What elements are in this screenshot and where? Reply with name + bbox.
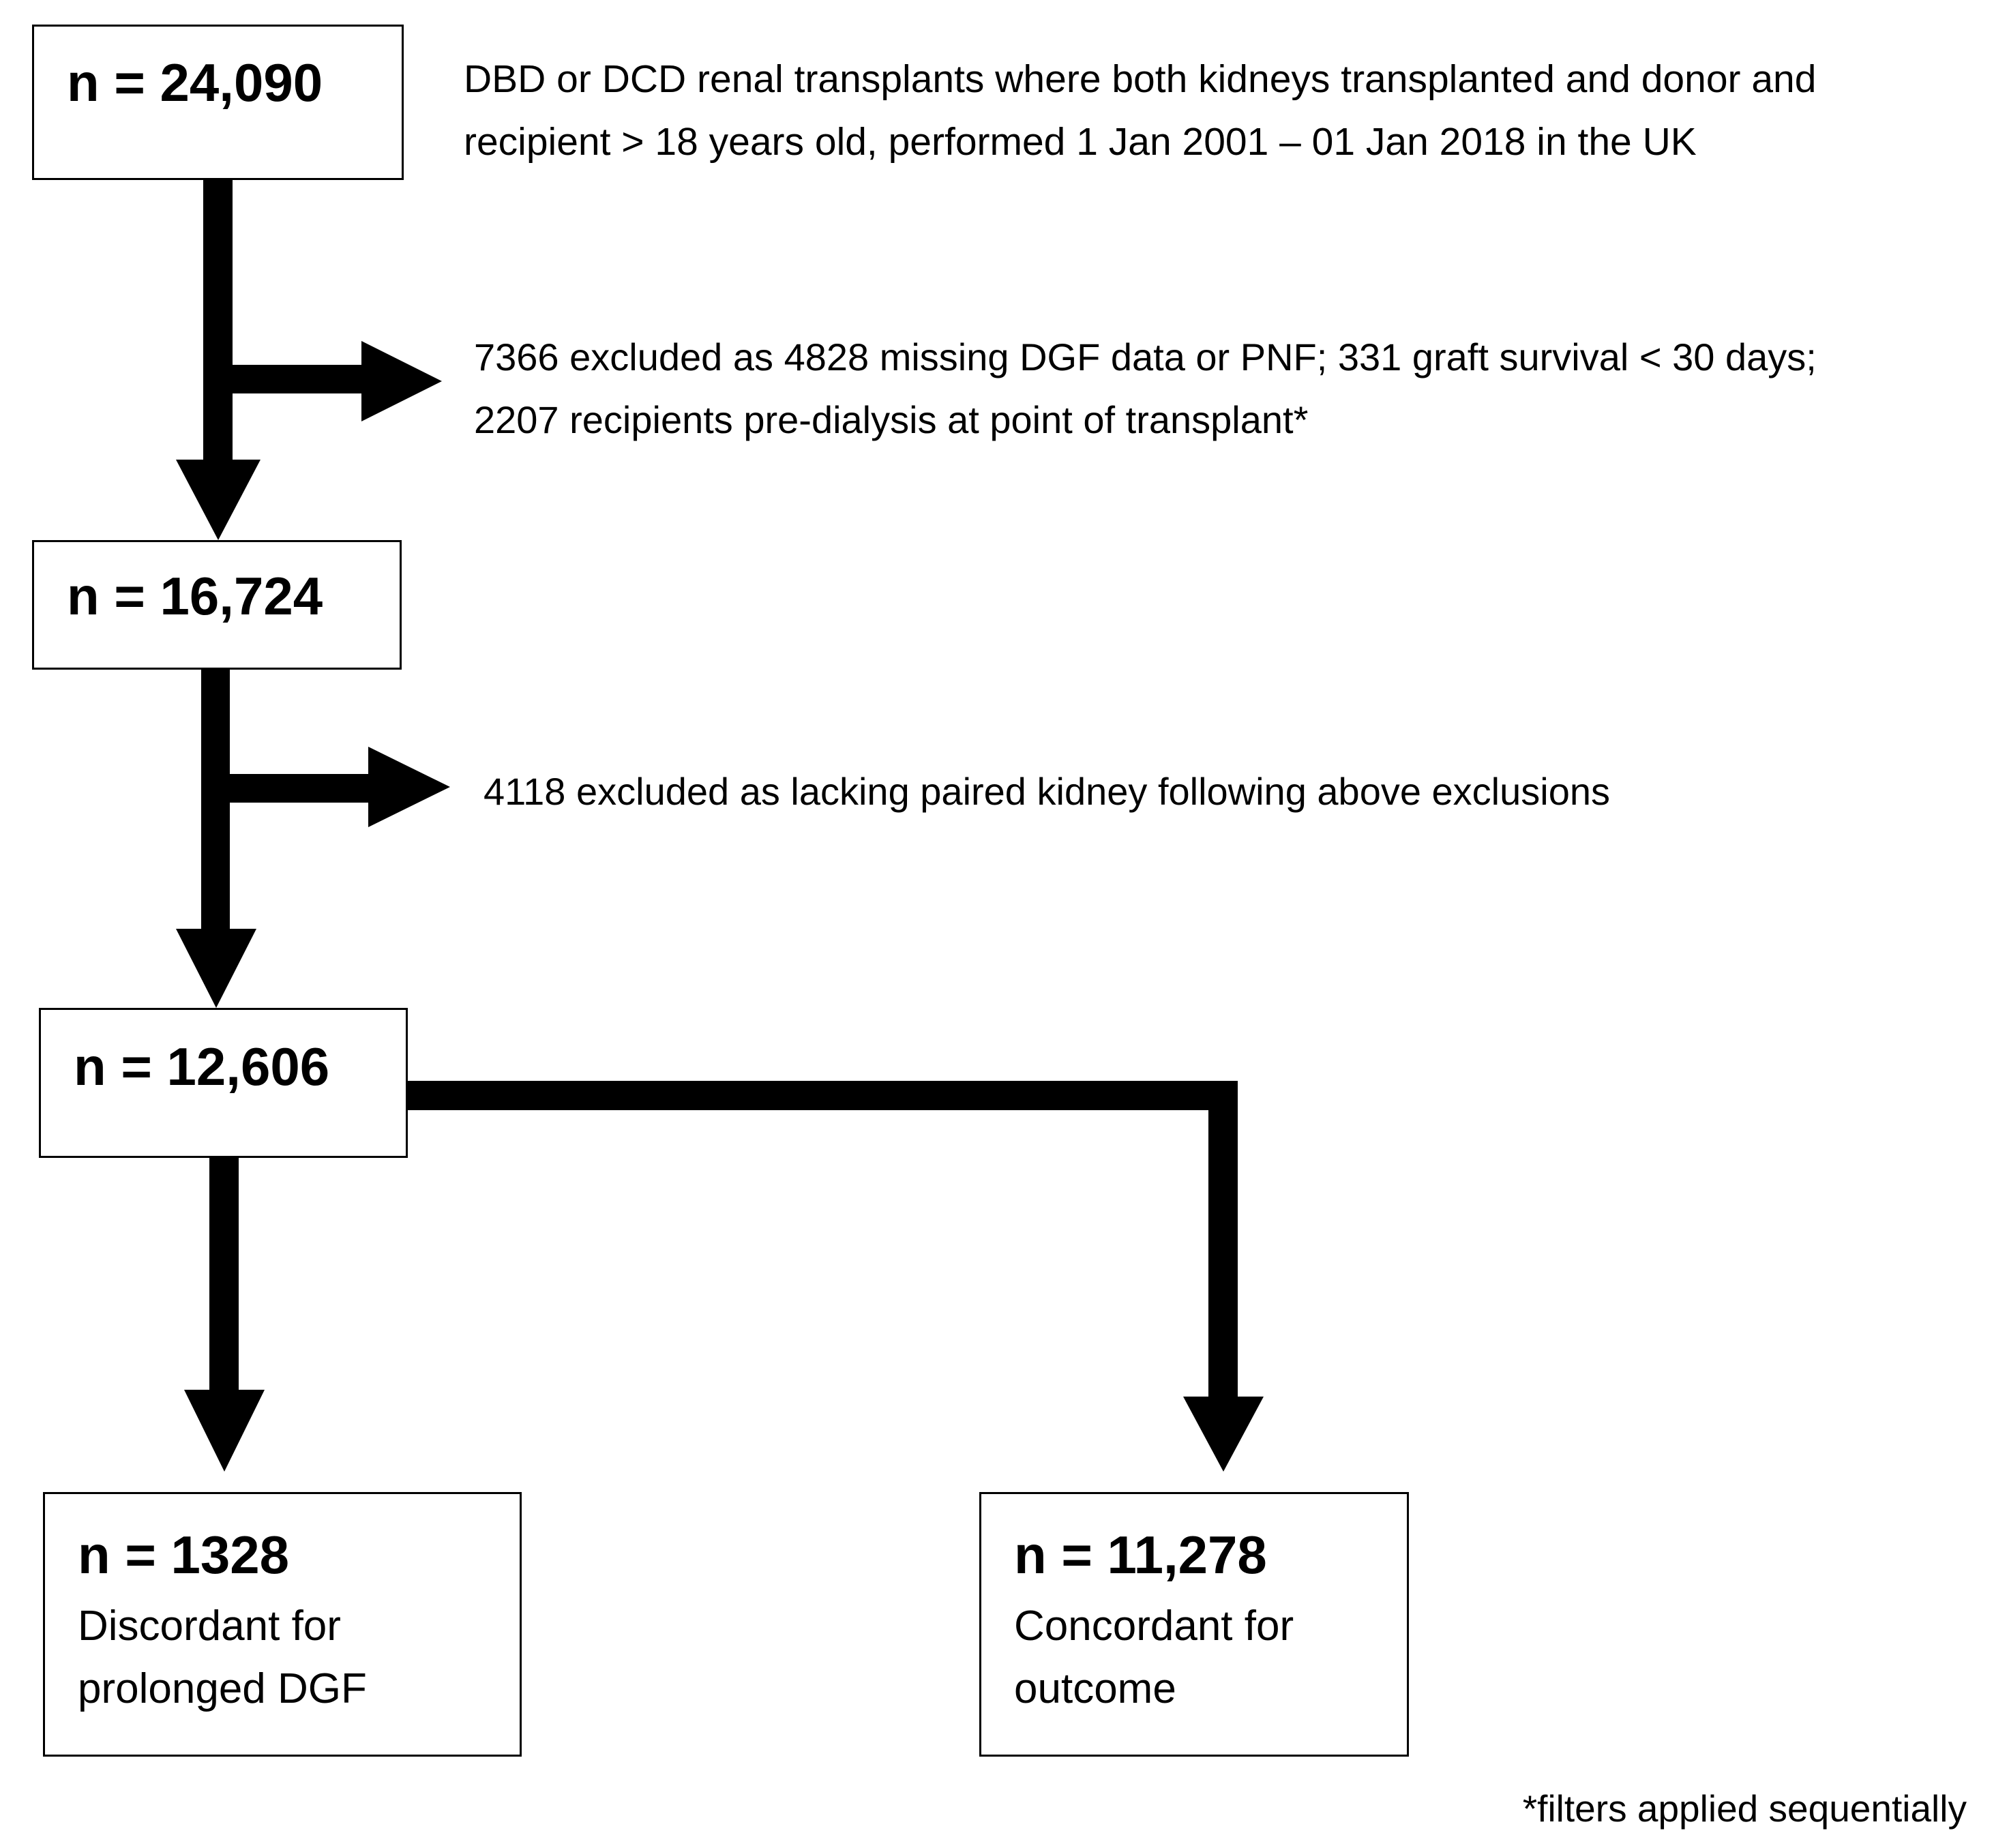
flow-box-total: n = 24,090: [32, 25, 404, 180]
cohort-description-line-2: recipient > 18 years old, performed 1 Ja…: [464, 120, 1697, 164]
arrow-box3-to-box4: [184, 1158, 265, 1472]
cohort-description-line-1: DBD or DCD renal transplants where both …: [464, 57, 1817, 101]
concordant-label-line-2: outcome: [1014, 1665, 1176, 1712]
exclusion-note-2: 4118 excluded as lacking paired kidney f…: [483, 760, 1610, 823]
exclusion-note-1-line-2: 2207 recipients pre-dialysis at point of…: [474, 398, 1309, 441]
exclusion-note-2-line-1: 4118 excluded as lacking paired kidney f…: [483, 770, 1610, 813]
paired-count: n = 12,606: [74, 1037, 330, 1097]
concordant-label: Concordant for outcome: [1014, 1595, 1294, 1720]
flow-box-discordant: n = 1328 Discordant for prolonged DGF: [43, 1492, 522, 1757]
cohort-description: DBD or DCD renal transplants where both …: [464, 48, 1816, 173]
concordant-count: n = 11,278: [1014, 1525, 1267, 1585]
discordant-label-line-1: Discordant for: [78, 1603, 341, 1650]
arrow-exclusion-1: [233, 341, 442, 421]
flow-box-after-exclusion-1: n = 16,724: [32, 540, 402, 670]
footnote: *filters applied sequentially: [1522, 1787, 1967, 1830]
arrow-exclusion-2: [230, 747, 450, 827]
discordant-label-line-2: prolonged DGF: [78, 1665, 367, 1712]
arrow-box1-to-box2: [176, 180, 261, 540]
discordant-count: n = 1328: [78, 1525, 290, 1585]
exclusion-note-1: 7366 excluded as 4828 missing DGF data o…: [474, 326, 1817, 451]
discordant-label: Discordant for prolonged DGF: [78, 1595, 367, 1720]
concordant-label-line-1: Concordant for: [1014, 1603, 1294, 1650]
exclusion-note-1-line-1: 7366 excluded as 4828 missing DGF data o…: [474, 336, 1817, 378]
after-exclusion-1-count: n = 16,724: [67, 566, 323, 626]
arrow-box2-to-box3: [176, 670, 256, 1008]
arrow-box3-to-box5: [408, 1081, 1264, 1472]
flow-box-concordant: n = 11,278 Concordant for outcome: [979, 1492, 1409, 1757]
flow-box-paired: n = 12,606: [39, 1008, 408, 1158]
total-count: n = 24,090: [67, 53, 323, 113]
